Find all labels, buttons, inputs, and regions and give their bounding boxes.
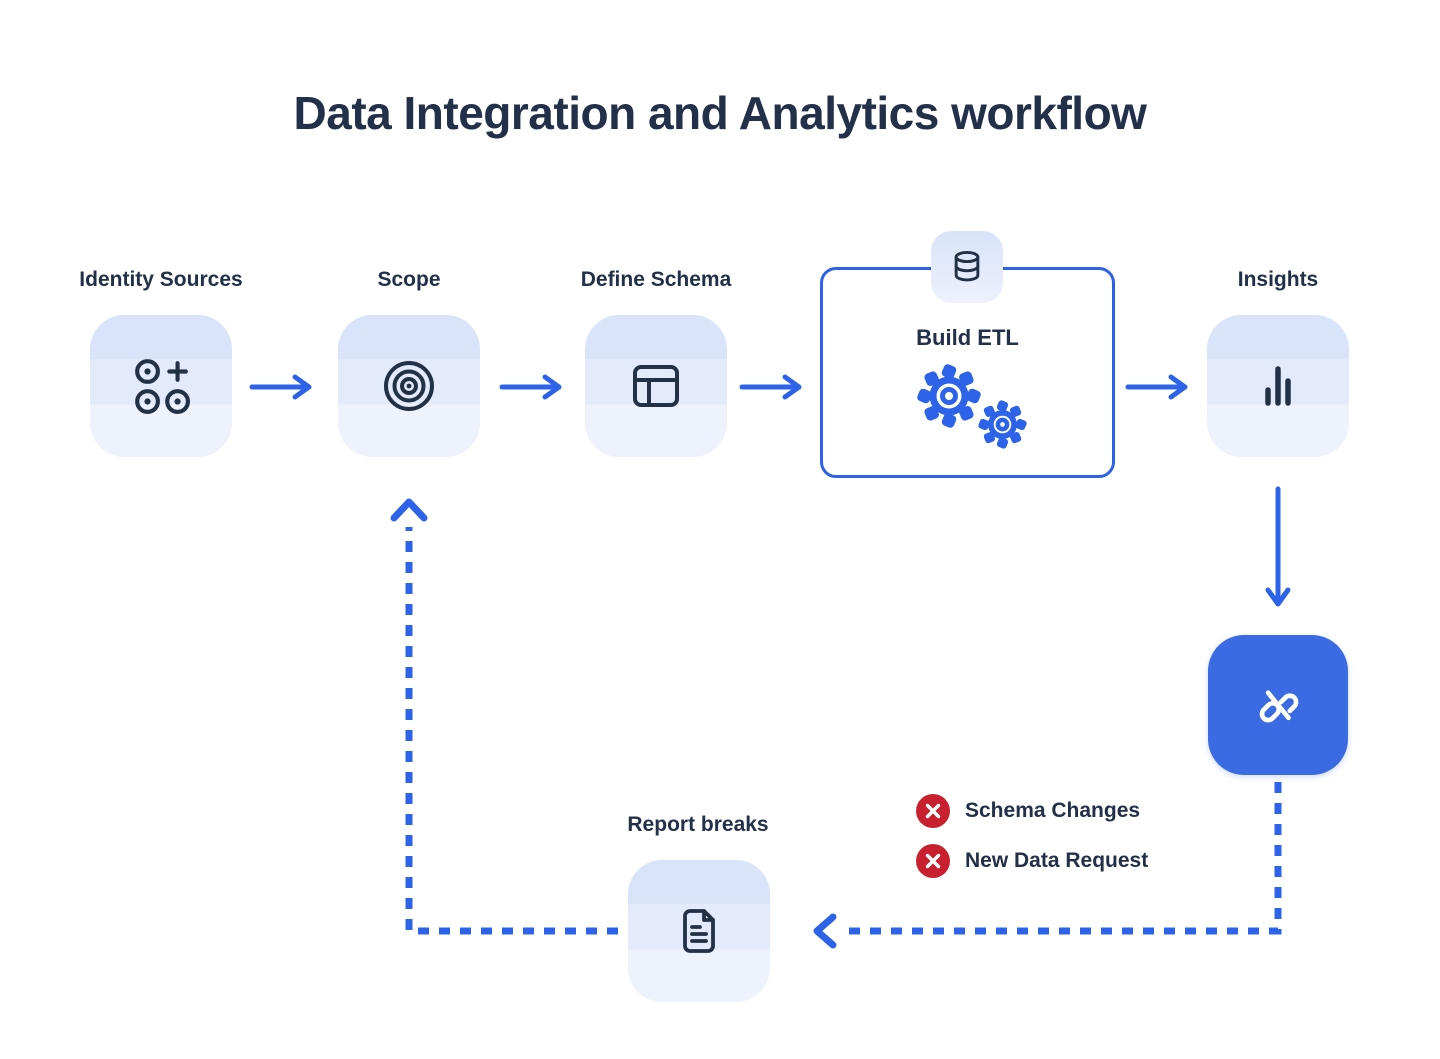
feedback-item-new-data-request: New Data Request: [916, 844, 1148, 878]
target-icon: [384, 361, 434, 411]
arrow-insights-to-linkbreak: [1265, 486, 1291, 607]
database-icon: [954, 250, 980, 282]
gear-small: [978, 400, 1027, 449]
build-etl-label: Build ETL: [916, 325, 1019, 350]
scope-label: Scope: [377, 268, 441, 291]
dashed-report-breaks-to-scope: [390, 498, 618, 935]
feedback-item-schema-changes: Schema Changes: [916, 794, 1140, 828]
link-break-node: [1208, 635, 1348, 775]
arrow-etl-to-insights: [1125, 374, 1188, 400]
dashed-feedback-to-report-breaks: [813, 782, 1282, 949]
page-title: Data Integration and Analytics workflow: [293, 87, 1147, 139]
identity-sources-icon: [135, 359, 190, 414]
report-breaks-label: Report breaks: [627, 813, 769, 836]
x-circle-icon: [916, 794, 950, 828]
bar-chart-icon: [1265, 366, 1291, 406]
report-breaks-node: [628, 860, 770, 1002]
define-schema-node: [585, 315, 727, 457]
table-layout-icon: [633, 365, 679, 407]
x-circle-icon: [916, 844, 950, 878]
new-data-request-label: New Data Request: [965, 849, 1149, 872]
document-icon: [683, 909, 715, 953]
identity-sources-label: Identity Sources: [79, 268, 243, 291]
arrow-schema-to-etl: [739, 374, 802, 400]
define-schema-label: Define Schema: [580, 268, 732, 291]
insights-label: Insights: [1237, 268, 1319, 291]
broken-link-icon: [1259, 690, 1299, 723]
gear-large: [917, 364, 981, 428]
scope-node: [338, 315, 480, 457]
gears-icon: [917, 364, 1027, 449]
arrow-identity-to-scope: [249, 374, 312, 400]
arrow-scope-to-schema: [499, 374, 562, 400]
schema-changes-label: Schema Changes: [965, 799, 1141, 822]
insights-node: [1207, 315, 1349, 457]
database-badge: [931, 231, 1003, 303]
identity-sources-node: [90, 315, 232, 457]
